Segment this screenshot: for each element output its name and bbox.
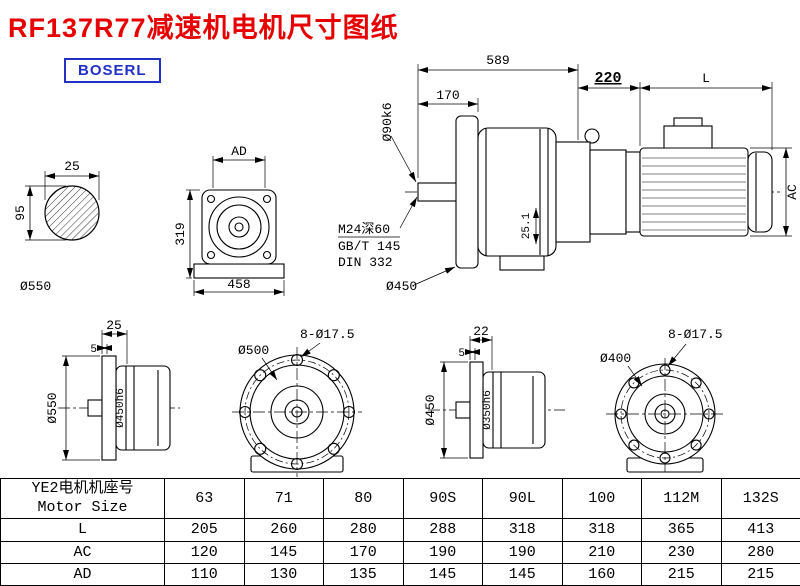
dim-spigot-large: Ø450h6 [115,388,127,428]
table-cell: 413 [720,518,800,542]
table-row-AC: AC 120 145 170 190 190 210 230 280 [0,540,800,564]
table-cell: 160 [561,562,642,586]
flange-front-view-large: Ø500 8-Ø17.5 [232,327,362,477]
table-cell: 135 [323,562,404,586]
table-cell: 230 [641,540,722,564]
dim-170: 170 [436,88,459,103]
dim-shaft-od: Ø550 [20,279,51,294]
dim-spigot-small: Ø350h6 [482,390,494,430]
brand-text: BOSERL [78,62,147,79]
flange-side-view-small: 22 5 Ø450 Ø350h6 [423,324,565,459]
dim-458: 458 [227,277,250,292]
dim-589: 589 [486,53,509,68]
size-column-header: 132S [720,477,800,520]
flange-front-view-small: Ø400 8-Ø17.5 [600,327,724,473]
dim-flange-od-small: Ø450 [423,394,438,425]
table-cell: 145 [482,562,563,586]
gearbox-front-view: AD 319 458 [173,144,285,296]
size-column-header: 100 [561,477,642,520]
size-column-header: 112M [641,477,722,520]
dim-shaft-height: 95 [13,205,28,221]
dim-holes-large: 8-Ø17.5 [300,327,355,342]
dim-25: 25 [106,318,122,333]
table-cell: 318 [482,518,563,542]
page-title: RF137R77减速机电机尺寸图纸 [8,13,399,43]
size-column-header: 63 [164,477,245,520]
motor-size-header-en: Motor Size [37,498,128,516]
table-cell: 205 [164,518,245,542]
dim-bolt-circle-large: Ø500 [238,343,269,358]
table-cell: 210 [561,540,642,564]
motor-size-header-cn: YE2电机机座号 [31,479,134,497]
motor-size-header: YE2电机机座号 Motor Size [0,477,165,520]
table-cell: 260 [243,518,324,542]
dim-flange-od-large: Ø550 [45,392,60,423]
dimension-table: YE2电机机座号 Motor Size 63 71 80 90S 90L 100… [0,477,800,586]
dim-key-width: 25 [64,159,80,174]
dim-main-flange: Ø450 [386,279,417,294]
dim-holes-small: 8-Ø17.5 [668,327,723,342]
table-cell: 365 [641,518,722,542]
dim-ad: AD [231,144,247,159]
row-label: AC [0,540,165,564]
table-cell: 215 [641,562,722,586]
dim-5-small: 5 [458,348,465,360]
main-side-view: 589 170 220 L AC Ø90k6 25.1 M24深60 [338,53,800,294]
table-cell: 130 [243,562,324,586]
brand-logo: BOSERL [64,58,161,83]
dim-bolt-circle-small: Ø400 [600,351,631,366]
table-cell: 215 [720,562,800,586]
dim-L: L [702,71,710,86]
size-column-header: 80 [323,477,404,520]
dim-ac: AC [785,184,800,200]
shaft-section-view: 25 95 Ø550 [13,159,100,294]
dim-319: 319 [173,222,188,245]
size-column-header: 71 [243,477,324,520]
size-column-header: 90L [482,477,563,520]
dim-25-1: 25.1 [521,212,533,239]
table-cell: 280 [720,540,800,564]
note-std1: GB/T 145 [338,239,400,254]
table-cell: 110 [164,562,245,586]
table-cell: 145 [243,540,324,564]
dim-220: 220 [594,70,621,87]
table-row-L: L 205 260 280 288 318 318 365 413 [0,518,800,542]
table-cell: 318 [561,518,642,542]
table-cell: 190 [402,540,483,564]
row-label: AD [0,562,165,586]
table-row-AD: AD 110 130 135 145 145 160 215 215 [0,562,800,586]
note-thread: M24深60 [338,222,390,237]
note-std2: DIN 332 [338,255,393,270]
dim-shaft-dia: Ø90k6 [380,102,395,141]
flange-side-view-large: 25 5 Ø550 Ø450h6 [45,318,180,461]
size-column-header: 90S [402,477,483,520]
table-cell: 120 [164,540,245,564]
table-cell: 170 [323,540,404,564]
table-cell: 288 [402,518,483,542]
dim-22: 22 [473,324,489,339]
table-header-row: YE2电机机座号 Motor Size 63 71 80 90S 90L 100… [0,477,800,520]
table-cell: 145 [402,562,483,586]
table-cell: 280 [323,518,404,542]
dim-5: 5 [90,344,97,356]
row-label: L [0,518,165,542]
table-cell: 190 [482,540,563,564]
